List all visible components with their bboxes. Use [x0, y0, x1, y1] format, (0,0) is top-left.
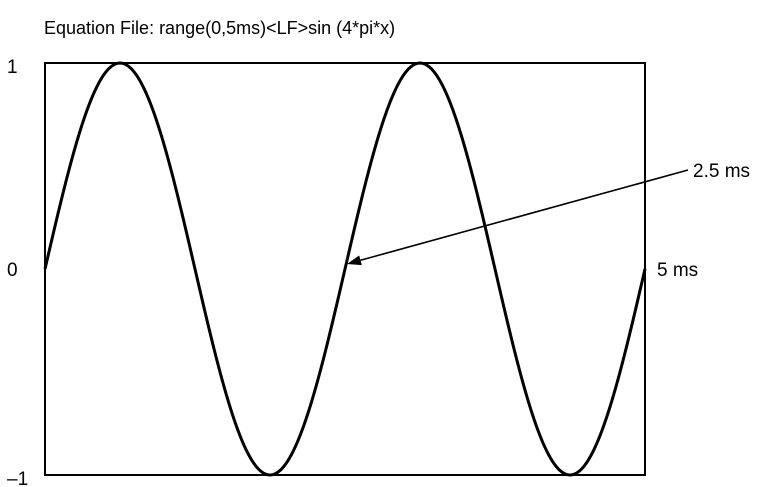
- annotation-2-5ms: 2.5 ms: [347, 161, 750, 266]
- x-end-label: 5 ms: [657, 260, 698, 281]
- y-tick-label: 0: [7, 260, 18, 281]
- annotation-arrow-line: [360, 169, 689, 262]
- sine-wave-line: [43, 61, 647, 477]
- y-tick-label: 1: [7, 57, 18, 78]
- arrowhead-icon: [347, 255, 362, 266]
- y-tick-labels: 1 0 –1: [7, 57, 28, 487]
- chart-title: Equation File: range(0,5ms)<LF>sin (4*pi…: [44, 18, 395, 38]
- y-tick-label: –1: [7, 469, 28, 487]
- annotation-label: 2.5 ms: [693, 161, 750, 182]
